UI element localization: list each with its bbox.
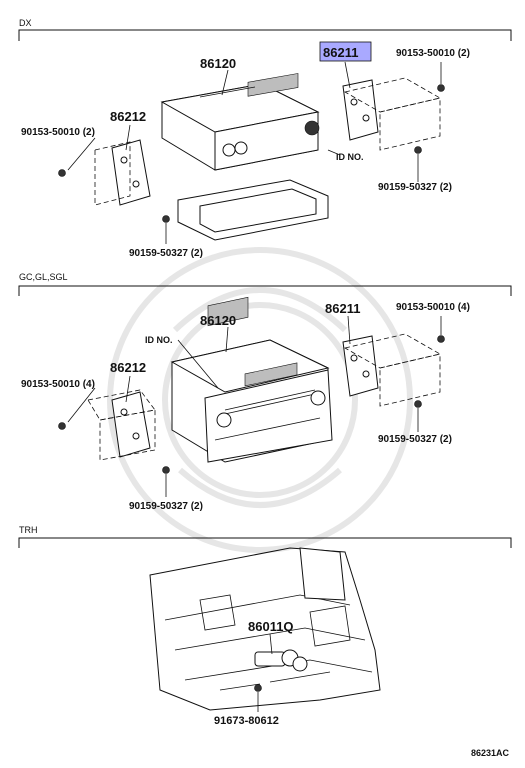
vehicle-front-trh [149,547,381,711]
section-label-gc: GC,GL,SGL [19,272,68,282]
label-bracket-right-dx: 86211 [323,45,358,60]
label-screw-right-gc: 90153-50010 (4) [396,302,470,313]
label-bolt-left-gc: 90159-50327 (2) [129,501,203,512]
bracket-left-gc [87,389,156,461]
radio-unit-dx [160,73,320,171]
antenna-part-trh [254,649,308,672]
label-screw-right-dx: 90153-50010 (2) [396,48,470,59]
section-bracket-dx [18,29,512,41]
watermark-emblem [107,247,413,553]
label-bracket-left-dx: 86212 [110,109,146,124]
label-id-no-gc: ID NO. [145,335,173,345]
label-bolt-left-dx: 90159-50327 (2) [129,248,203,259]
label-bolt-right-dx: 90159-50327 (2) [378,182,452,193]
screw-left-gc [58,422,66,430]
highlight-86211 [319,41,372,62]
section-bracket-gc [18,285,512,296]
section-dx: DX [18,18,512,259]
screw-trh [254,684,262,692]
figure-code: 86231AC [471,748,510,758]
bolt-right-gc [414,400,422,408]
section-gc: GC,GL,SGL [18,272,512,512]
label-screw-left-dx: 90153-50010 (2) [21,127,95,138]
bracket-left-dx [94,139,151,206]
label-antenna-trh: 86011Q [248,619,294,634]
screw-right-dx [437,84,445,92]
screw-left-dx [58,169,66,177]
label-id-no-dx: ID NO. [336,152,364,162]
section-bracket-trh [18,537,512,548]
bolt-left-dx [162,215,170,223]
label-bolt-right-gc: 90159-50327 (2) [378,434,452,445]
label-radio-dx: 86120 [200,56,236,71]
bezel-frame-dx [177,179,329,241]
label-bracket-right-gc: 86211 [325,301,360,316]
bolt-right-dx [414,146,422,154]
label-screw-left-gc: 90153-50010 (4) [21,379,95,390]
label-bracket-left-gc: 86212 [110,360,146,375]
bracket-right-dx [342,77,442,151]
label-radio-gc: 86120 [200,313,236,328]
bolt-left-gc [162,466,170,474]
section-label-dx: DX [19,18,32,28]
screw-right-gc [437,335,445,343]
section-trh: TRH 86011Q 91673-80612 [18,525,512,727]
radio-unit-gc [170,296,333,463]
section-label-trh: TRH [19,525,38,535]
label-screw-trh: 91673-80612 [214,715,279,727]
bracket-right-gc [342,333,442,407]
